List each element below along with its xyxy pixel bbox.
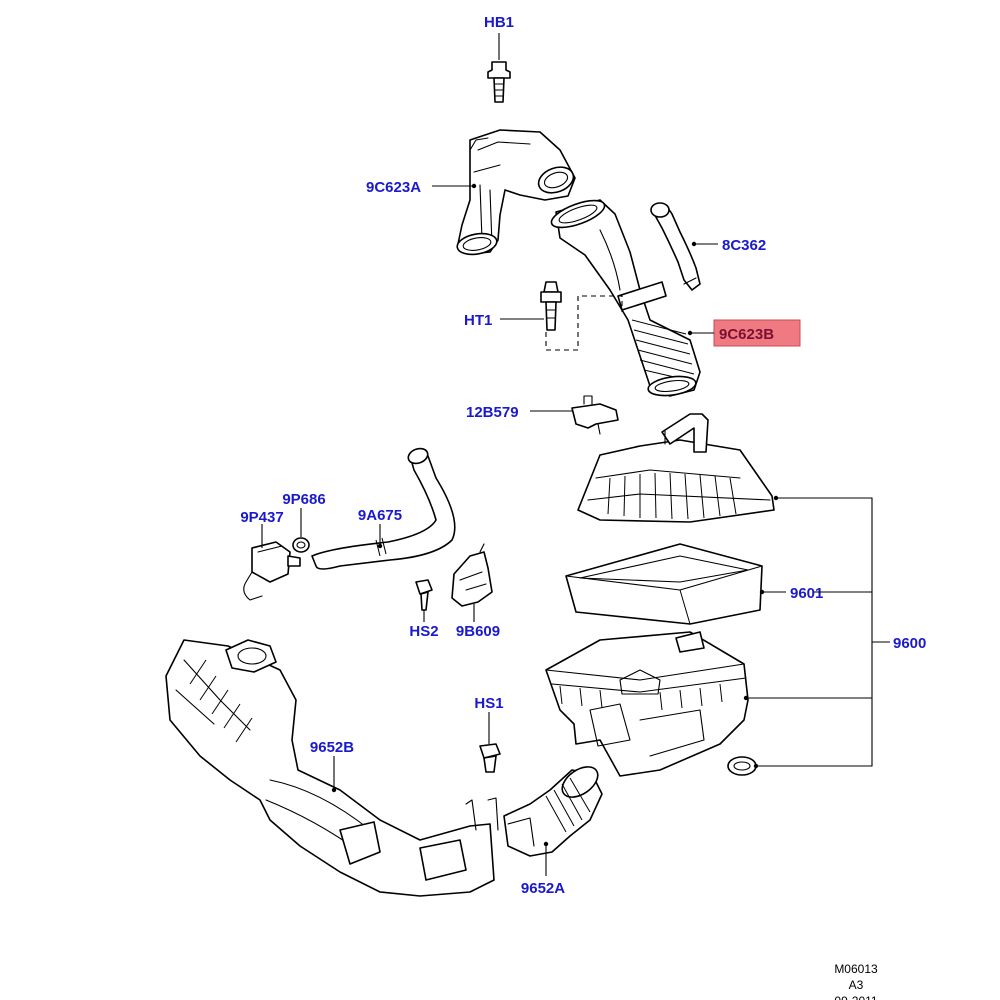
bolt-hb1-part [487,61,511,103]
label-9600[interactable]: 9600 [893,635,926,652]
label-9601[interactable]: 9601 [790,585,823,602]
label-9c623a[interactable]: 9C623A [366,179,421,196]
label-hs2[interactable]: HS2 [409,623,438,640]
label-9p686[interactable]: 9P686 [282,491,325,508]
valve-9p437-part [243,541,301,601]
label-9b609[interactable]: 9B609 [456,623,500,640]
upper-duct-9c623a-part [456,129,576,256]
label-9a675[interactable]: 9A675 [358,507,402,524]
grommet-part [727,756,757,776]
air-cleaner-cover-part [577,413,775,523]
label-9c623b-highlighted[interactable]: 9C623B [719,326,774,343]
footer-sheet: A3 [849,978,864,992]
label-12b579[interactable]: 12B579 [466,404,519,421]
label-9652b[interactable]: 9652B [310,739,354,756]
filter-element-9601-part [565,543,763,625]
label-9652a[interactable]: 9652A [521,880,565,897]
label-hs1[interactable]: HS1 [474,695,503,712]
washer-9p686-part [292,537,310,553]
dashed-fit-line [545,295,623,351]
air-cleaner-base-part [545,631,749,777]
hose-8c362-part [650,202,701,291]
label-ht1[interactable]: HT1 [464,312,492,329]
lower-duct-9652b-part [165,639,499,897]
bracket-9600 [756,497,873,767]
clip-hs1-part [479,743,501,773]
label-hb1[interactable]: HB1 [484,14,514,31]
footer-code: M06013 [834,962,878,976]
sensor-12b579-part [571,395,619,435]
bellows-9652a-part [503,766,603,857]
bellows-hose-9c623b-part [550,199,701,397]
hose-9a675-part [311,447,456,570]
label-8c362[interactable]: 8C362 [722,237,766,254]
label-9p437[interactable]: 9P437 [240,509,283,526]
footer-date: 09-2011 [834,994,877,1000]
bracket-9b609-part [451,543,493,607]
highlight-9c623b [713,319,801,347]
bolt-ht1-part [540,281,562,331]
screw-hs2-part [415,579,433,611]
